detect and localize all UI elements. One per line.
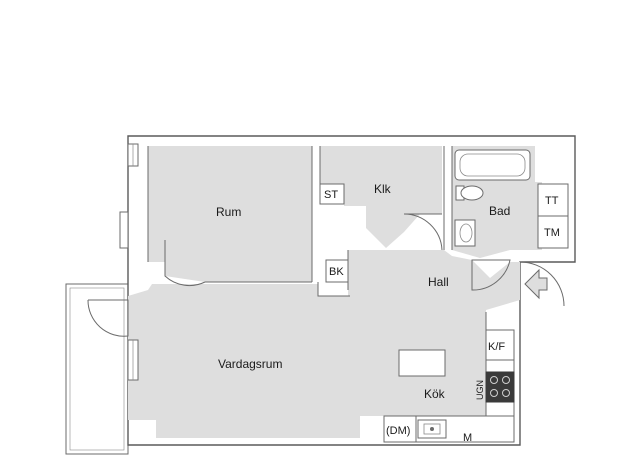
fixture-kf (485, 329, 515, 361)
label-m: M (463, 432, 472, 444)
label-bk: BK (329, 266, 344, 278)
door-balcony (87, 299, 129, 337)
room-hall (348, 250, 520, 312)
label-bad: Bad (489, 204, 510, 218)
door-klk (403, 213, 443, 251)
room-klk (320, 146, 442, 248)
label-tm: TM (544, 227, 560, 239)
label-tt: TT (545, 195, 559, 207)
fixture-tm (537, 215, 569, 249)
fixture-dm (383, 415, 417, 443)
room-rum (148, 146, 312, 282)
fixture-tt (537, 183, 569, 217)
entrance-arrow-icon (524, 268, 548, 300)
fixture-st (319, 183, 345, 205)
label-klk: Klk (374, 182, 392, 196)
door-bad (471, 259, 511, 291)
label-hall: Hall (428, 275, 449, 289)
label-kf: K/F (488, 341, 505, 353)
stove (485, 371, 515, 403)
label-kok: Kök (424, 387, 446, 401)
label-vardagsrum: Vardagsrum (218, 357, 282, 371)
label-rum: Rum (216, 205, 241, 219)
bathtub (454, 149, 531, 181)
toilet (460, 185, 484, 201)
door-rum (164, 240, 206, 287)
room-vardagsrum (128, 284, 486, 438)
fixture-bk (325, 259, 349, 283)
label-dm: (DM) (386, 425, 410, 437)
kitchen-island (398, 349, 446, 377)
balcony (65, 283, 129, 455)
label-st: ST (324, 189, 338, 201)
label-ugn: UGN (475, 380, 485, 400)
